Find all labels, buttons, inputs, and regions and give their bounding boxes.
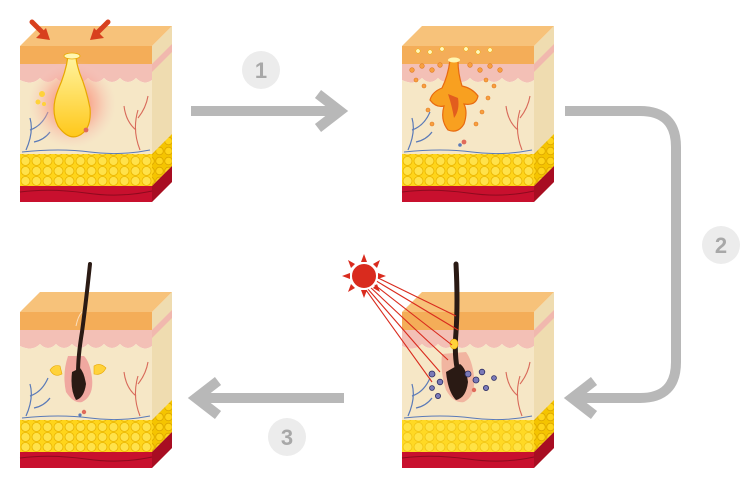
panel-healthy-follicle xyxy=(19,262,173,469)
step-label: 2 xyxy=(715,233,727,258)
laser-sun-icon xyxy=(342,254,459,383)
step-badge-1: 1 xyxy=(242,51,280,89)
step-badge-3: 3 xyxy=(268,418,306,456)
arrow-step-3 xyxy=(187,377,344,419)
arrow-step-1 xyxy=(191,90,349,132)
step-label: 3 xyxy=(281,425,293,450)
panel-laser-treatment xyxy=(401,261,555,469)
pressure-arrow-icon xyxy=(90,19,111,40)
panel-pore-rupture xyxy=(401,25,555,203)
step-label: 1 xyxy=(255,58,267,83)
pressure-arrow-icon xyxy=(29,19,50,40)
panel-pore-clogged xyxy=(19,19,173,203)
step-badge-2: 2 xyxy=(702,226,740,264)
arrow-step-2 xyxy=(563,106,681,419)
